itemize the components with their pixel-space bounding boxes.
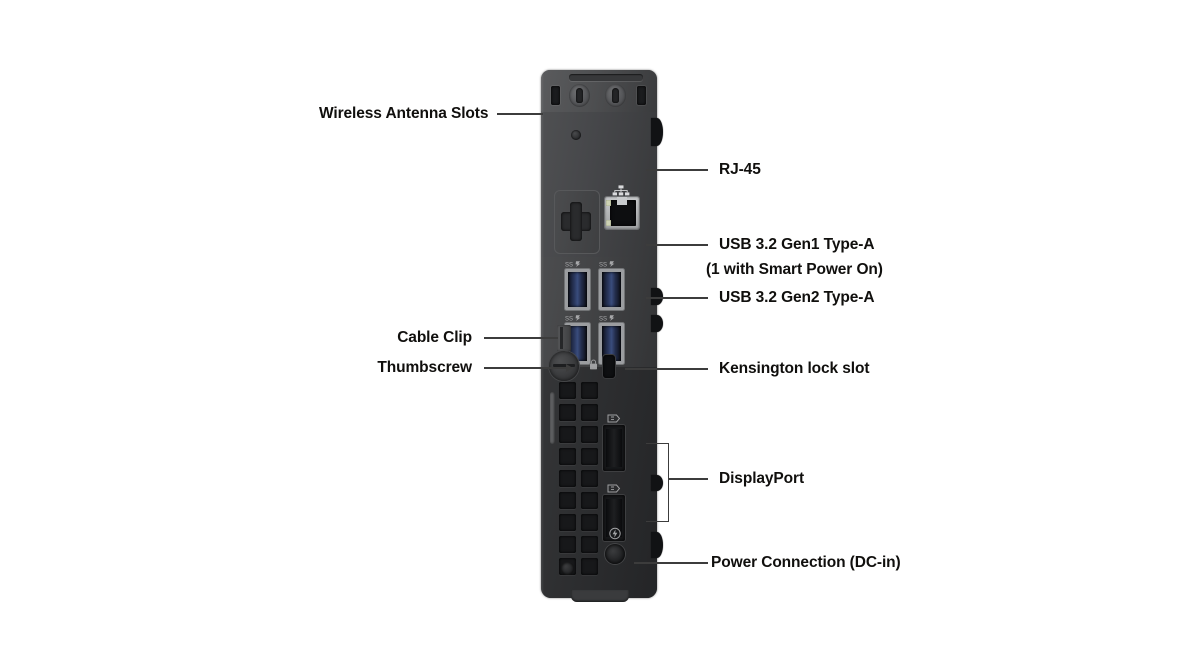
displayport-1 [603, 425, 625, 471]
leader-thumbscrew [484, 367, 568, 369]
network-icon [612, 185, 630, 196]
label-thumbscrew: Thumbscrew [377, 359, 472, 376]
power-dc-in-jack [605, 544, 625, 564]
leader-thumbscrew-arrowhead [566, 363, 573, 372]
leader-kensington [625, 368, 708, 370]
label-displayport: DisplayPort [719, 470, 805, 487]
mid-plate [541, 112, 657, 268]
antenna-slot-left [551, 86, 560, 105]
chassis-lip [569, 74, 643, 81]
svg-text:SS: SS [599, 262, 607, 268]
bottom-screw [561, 562, 574, 575]
rj45-port [605, 197, 639, 229]
label-usb-gen1-note: (1 with Smart Power On) [706, 261, 883, 278]
leader-power-connection [634, 562, 708, 564]
vent-hole [559, 426, 576, 443]
chassis-edge-tab-usb [651, 288, 663, 305]
cross-vent [554, 190, 600, 254]
usb-superspeed-icon: SS [565, 261, 581, 268]
rj45-tab-notch [617, 197, 627, 205]
label-power-connection: Power Connection (DC-in) [711, 554, 901, 571]
power-bolt-icon [609, 527, 621, 540]
cross-vent-vertical [570, 202, 582, 241]
label-usb-gen2: USB 3.2 Gen2 Type-A [719, 289, 875, 306]
leader-cable-clip [484, 337, 558, 339]
usb-port-interior [602, 326, 621, 361]
panel-screw-top [571, 130, 581, 140]
vent-hole [581, 558, 598, 575]
side-light-strip [550, 392, 555, 444]
usb-superspeed-icon: SS [599, 315, 615, 322]
vent-hole [559, 492, 576, 509]
usb-port-top-left [565, 269, 590, 310]
vent-hole [559, 448, 576, 465]
leader-rj45 [646, 169, 708, 171]
usb-superspeed-icon: SS [565, 315, 581, 322]
vent-hole [581, 514, 598, 531]
vent-hole [581, 448, 598, 465]
top-bezel [541, 70, 657, 112]
vent-hole [559, 404, 576, 421]
svg-text:SS: SS [565, 316, 573, 322]
leader-displayport-bracket [646, 443, 669, 522]
cable-clip [557, 325, 571, 351]
label-usb-gen1: USB 3.2 Gen1 Type-A [719, 236, 875, 253]
antenna-knockout-2 [605, 84, 626, 107]
computer-rear-panel: SS SS SS SS [541, 70, 663, 602]
usb-superspeed-icon: SS [599, 261, 615, 268]
svg-text:SS: SS [565, 262, 573, 268]
leader-wireless-antenna-slots [497, 113, 543, 115]
leader-usb-gen1 [646, 244, 708, 246]
usb-port-top-right [599, 269, 624, 310]
chassis-edge-tab-mid [651, 475, 663, 491]
antenna-knockout-1 [569, 84, 590, 107]
chassis-edge-tab-top [651, 118, 663, 146]
label-cable-clip: Cable Clip [397, 329, 472, 346]
label-wireless-antenna-slots: Wireless Antenna Slots [319, 105, 489, 122]
displayport-2 [603, 495, 625, 541]
bottom-foot-notch [571, 590, 629, 602]
svg-text:SS: SS [599, 316, 607, 322]
kensington-lock-slot [603, 355, 615, 378]
label-rj45: RJ-45 [719, 161, 761, 178]
antenna-slot-right [637, 86, 646, 105]
antenna-keyhole [576, 88, 583, 103]
vent-hole [581, 382, 598, 399]
chassis-edge-tab-usb2 [651, 315, 663, 332]
padlock-icon [590, 359, 597, 370]
vent-hole [581, 404, 598, 421]
thumbscrew [549, 351, 579, 381]
usb-port-interior [568, 326, 587, 361]
rj45-led-top [606, 200, 611, 206]
vent-hole [559, 470, 576, 487]
vent-hole [581, 492, 598, 509]
displayport-icon [607, 414, 621, 423]
vent-hole [581, 470, 598, 487]
vent-hole [581, 536, 598, 553]
chassis-edge-tab-bottom [651, 532, 663, 558]
displayport-icon [607, 484, 621, 493]
leader-usb-gen2 [646, 297, 708, 299]
leader-displayport [668, 478, 708, 480]
vent-hole [559, 536, 576, 553]
usb-port-interior [602, 272, 621, 307]
usb-port-interior [568, 272, 587, 307]
label-kensington-lock-slot: Kensington lock slot [719, 360, 870, 377]
ventilation-grille [559, 382, 598, 578]
antenna-keyhole [612, 88, 619, 103]
rj45-led-bottom [606, 220, 611, 226]
vent-hole [559, 514, 576, 531]
vent-hole [559, 382, 576, 399]
vent-hole [581, 426, 598, 443]
